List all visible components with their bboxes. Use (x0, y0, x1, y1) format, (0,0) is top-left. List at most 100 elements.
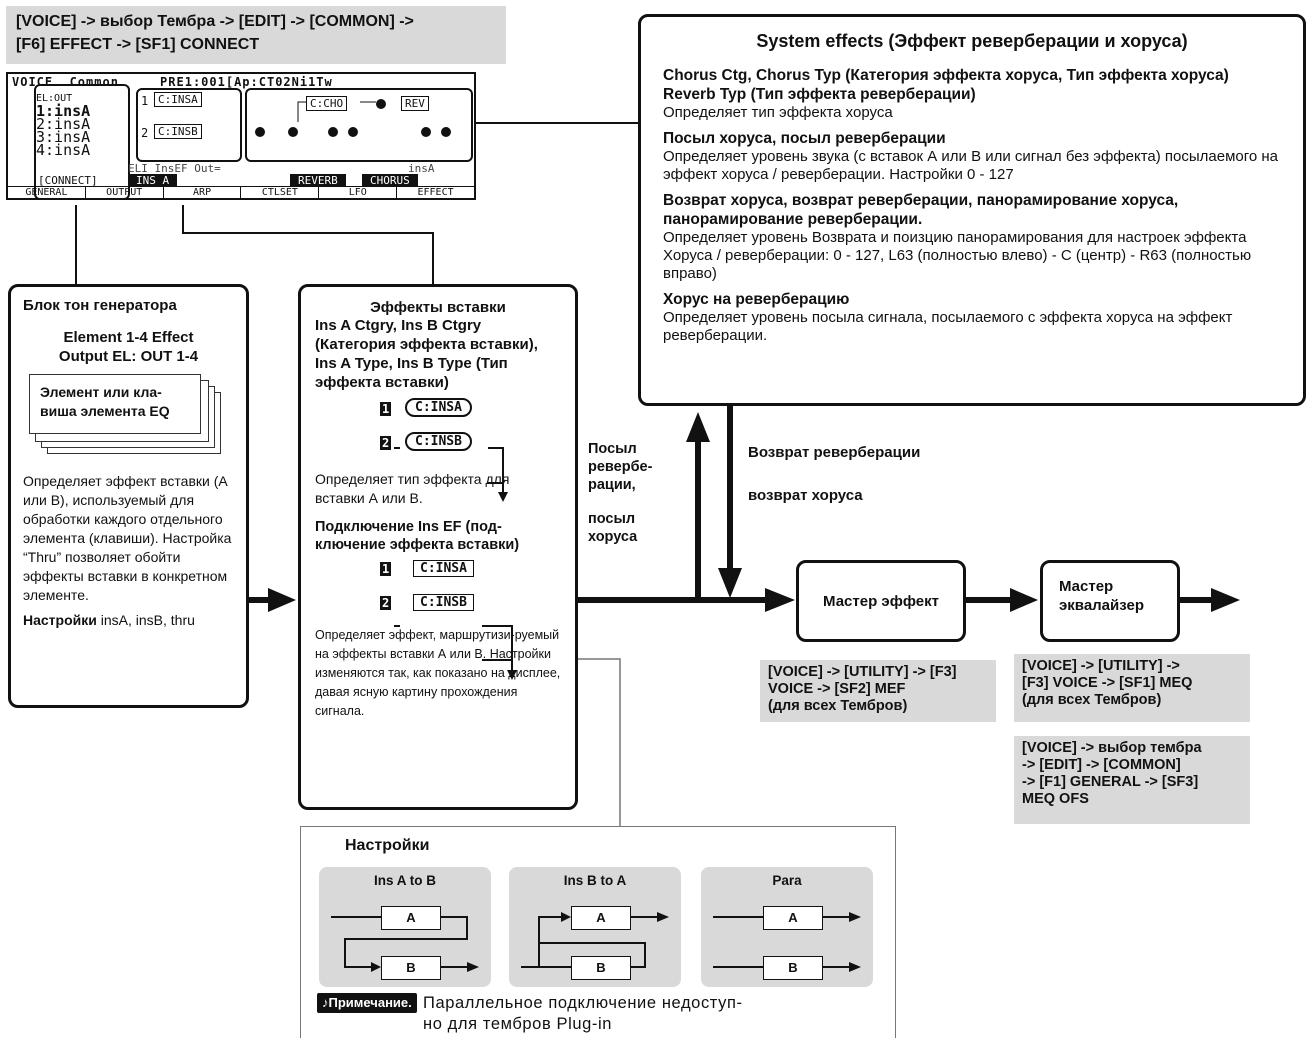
lcd-row-4: 4:insA (36, 141, 91, 159)
tone-gen-settings-value: insA, insB, thru (96, 612, 195, 628)
panel-ins-a-to-b-b: B (381, 956, 441, 980)
card-line-1: Элемент или кла- (40, 384, 162, 400)
lcd-highlight-el (34, 84, 130, 200)
insert-type-insa: C:INSA (405, 398, 472, 417)
lcd-tab-general: GENERAL (8, 187, 86, 198)
send-line-3: рации, (588, 477, 636, 493)
tone-gen-subtitle-2: Output EL: OUT 1-4 (58, 348, 199, 365)
route-meq-ofs-2: -> [EDIT] -> [COMMON] (1022, 757, 1181, 773)
panel-para-a: A (763, 906, 823, 930)
route-mef: [VOICE] -> [UTILITY] -> [F3] VOICE -> [S… (760, 660, 996, 722)
route-meq-2: [F3] VOICE -> [SF1] MEQ (1022, 675, 1193, 691)
panel-ins-a-to-b-wiring (331, 916, 479, 972)
send-label: Посыл ревербе- рации, посыл хоруса (588, 440, 652, 546)
lcd-btn-reverb: REVERB (290, 174, 346, 187)
lcd-status: ELI InsEF Out= (128, 162, 221, 175)
panel-ins-a-to-b: Ins A to B A B (319, 867, 491, 987)
insert-effects-box: Эффекты вставки Ins A Ctgry, Ins B Ctgry… (298, 284, 578, 810)
master-eq-line2: эквалайзер (1059, 597, 1145, 614)
lcd-btn-insa: INS A (128, 174, 178, 187)
insert-subtitle: Ins A Ctgry, Ins B Ctgry (Категория эффе… (315, 317, 538, 391)
lcd-cho: C:CHO (306, 96, 348, 111)
lcd-row-2: 2:insA (36, 115, 91, 133)
sx-heading-2: Посыл хоруса, посыл реверберации (663, 130, 946, 147)
panel-para-title: Para (772, 873, 802, 888)
panel-ins-b-to-a-a: A (571, 906, 631, 930)
system-effects-title: System effects (Эффект реверберации и хо… (756, 31, 1188, 51)
panel-ins-a-to-b-a: A (381, 906, 441, 930)
tone-gen-settings-label: Настройки (23, 612, 97, 628)
lcd-insb: C:INSB (154, 124, 202, 139)
insert-desc-2: Определяет эффект, маршрутизи-руемый на … (315, 628, 561, 718)
route-meq-ofs-4: MEQ OFS (1022, 791, 1089, 807)
header-path-line1: [VOICE] -> выбор Тембра -> [EDIT] -> [CO… (16, 13, 414, 30)
route-meq-ofs: [VOICE] -> выбор тембра -> [EDIT] -> [CO… (1014, 736, 1250, 824)
panel-ins-b-to-a: Ins B to A A B (509, 867, 681, 987)
header-path-line2: [F6] EFFECT -> [SF1] CONNECT (16, 36, 260, 53)
send-line-5: посыл (588, 511, 636, 527)
send-line-1: Посыл (588, 441, 637, 457)
card-line-2: виша элемента EQ (40, 403, 170, 419)
lcd-status-right: insA (408, 162, 435, 175)
route-meq-ofs-3: -> [F1] GENERAL -> [SF3] (1022, 774, 1199, 790)
insert-connect-diagram: 1 C:INSA 2 C:INSB (315, 554, 561, 626)
settings-title: Настройки (345, 837, 430, 854)
route-mef-2: VOICE -> [SF2] MEF (768, 681, 906, 697)
sx-text-2: Определяет уровень звука (с вставок А ил… (663, 148, 1279, 183)
insert-num1: 1 (380, 402, 392, 416)
element-card-stack: Элемент или кла- виша элемента EQ (23, 374, 234, 472)
insert-connect-title: Подключение Ins EF (под-ключение эффекта… (315, 519, 520, 553)
lcd-connect: [CONNECT] (38, 174, 98, 187)
note-line-1: Параллельное подключение недоступ- (423, 994, 743, 1012)
note-label: Примечание. (328, 995, 412, 1010)
route-mef-3: (для всех Тембров) (768, 698, 908, 714)
master-eq-box: Мастер эквалайзер (1040, 560, 1180, 642)
sx-text-1: Определяет тип эффекта хоруса (663, 104, 893, 121)
sx-heading-1: Chorus Ctg, Chorus Typ (Категория эффект… (663, 67, 1229, 103)
panel-ins-b-to-a-title: Ins B to A (563, 873, 627, 888)
header-navigation-path: [VOICE] -> выбор Тембра -> [EDIT] -> [CO… (6, 6, 506, 64)
return-label-1: Возврат реверберации (748, 444, 921, 461)
tone-gen-title: Блок тон генератора (23, 297, 177, 314)
connect-num2: 2 (380, 596, 392, 610)
panel-para-b: B (763, 956, 823, 980)
sx-text-3: Определяет уровень Возврата и поизцию па… (663, 229, 1252, 282)
route-meq: [VOICE] -> [UTILITY] -> [F3] VOICE -> [S… (1014, 654, 1250, 722)
sx-heading-3: Возврат хоруса, возврат реверберации, па… (663, 192, 1179, 228)
lcd-num1: 1 (141, 94, 149, 108)
lcd-highlight-system (245, 88, 473, 162)
note-icon: ♪ (322, 995, 329, 1010)
lcd-row-3: 3:insA (36, 128, 91, 146)
lcd-row-1: 1:insA (36, 102, 91, 120)
panel-para: Para A B (701, 867, 873, 987)
route-meq-3: (для всех Тембров) (1022, 692, 1162, 708)
master-effect-label: Мастер эффект (823, 592, 939, 610)
note-line-2: но для тембров Plug-in (423, 1015, 613, 1033)
route-meq-1: [VOICE] -> [UTILITY] -> (1022, 658, 1180, 674)
return-label-2: возврат хоруса (748, 487, 863, 504)
master-eq-line1: Мастер (1059, 578, 1114, 595)
lcd-knob-icons (255, 99, 451, 137)
sx-heading-4: Хорус на реверберацию (663, 291, 850, 308)
connect-num1: 1 (380, 562, 392, 576)
insert-desc-1: Определяет тип эффекта для вставки А или… (315, 471, 510, 506)
connect-insa: C:INSA (413, 560, 474, 577)
insert-type-diagram: 1 C:INSA 2 C:INSB (315, 392, 561, 470)
insert-num2: 2 (380, 436, 392, 450)
send-line-2: ревербе- (588, 459, 653, 475)
send-line-6: хоруса (588, 529, 638, 545)
route-meq-ofs-1: [VOICE] -> выбор тембра (1022, 740, 1202, 756)
settings-panel: Настройки Ins A to B A B Ins B to A A B … (300, 826, 896, 1038)
tone-generator-box: Блок тон генератора Element 1-4 Effect O… (8, 284, 249, 708)
lcd-insa: C:INSA (154, 92, 202, 107)
lcd-tab-effect: EFFECT (417, 187, 454, 198)
lcd-highlight-ins (136, 88, 242, 162)
lcd-el-out: EL:OUT (36, 93, 73, 104)
lcd-btn-chorus: CHORUS (362, 174, 418, 187)
connect-insb: C:INSB (413, 594, 474, 611)
system-effects-box: System effects (Эффект реверберации и хо… (638, 14, 1306, 406)
lcd-tab-ctlset: CTLSET (241, 187, 320, 198)
panel-ins-b-to-a-b: B (571, 956, 631, 980)
insert-type-insb: C:INSB (405, 432, 472, 451)
